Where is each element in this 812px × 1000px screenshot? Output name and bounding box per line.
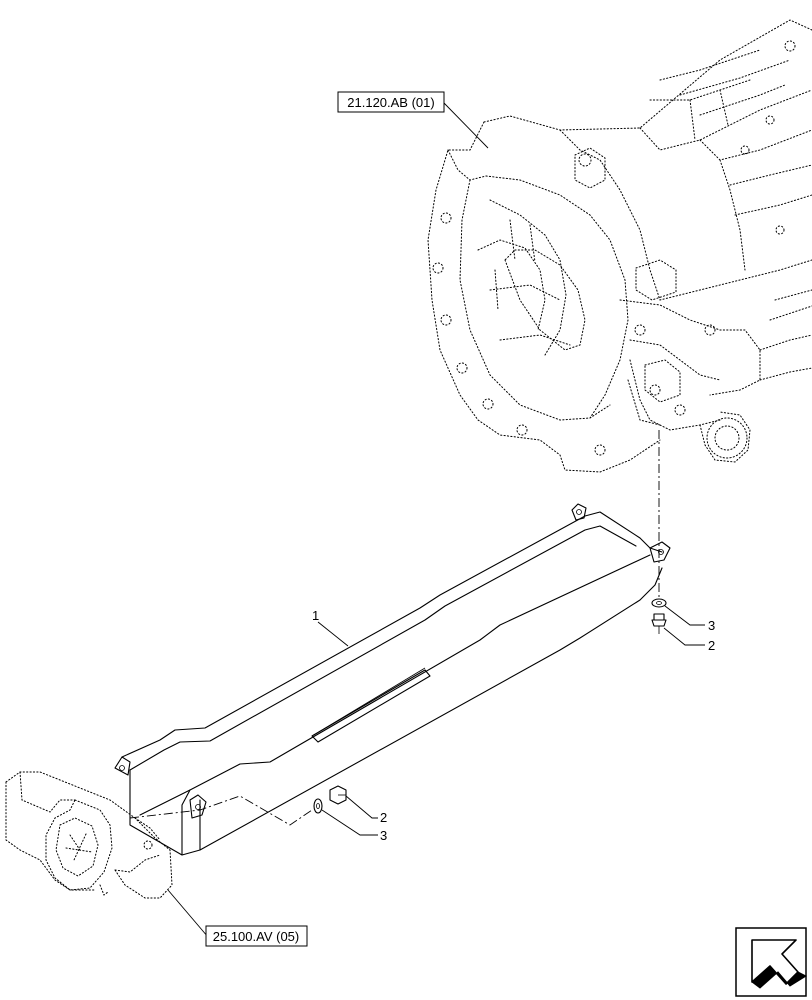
shield-part <box>114 503 671 856</box>
axle-ref-box[interactable] <box>205 925 308 947</box>
left-alignment-line <box>129 795 313 826</box>
transmission-leader <box>443 102 489 149</box>
item-number-shield: 1 <box>312 608 319 623</box>
item-number-washer-right: 3 <box>708 618 715 633</box>
shield-leader <box>317 621 349 647</box>
item-number-bolt-left: 2 <box>380 810 387 825</box>
arrow-down-left-icon[interactable] <box>735 927 808 997</box>
right-washer-leader <box>664 605 705 626</box>
transmission-ref-box[interactable] <box>337 91 445 113</box>
left-washer-leader <box>321 809 378 836</box>
axle-ref-label: 25.100.AV (05) <box>213 929 299 944</box>
right-bolt <box>651 613 667 634</box>
right-washer <box>651 598 667 608</box>
transmission-ref-label: 21.120.AB (01) <box>347 95 434 110</box>
axle-leader <box>167 889 209 938</box>
left-bolt <box>329 785 347 805</box>
item-number-bolt-right: 2 <box>708 638 715 653</box>
item-number-washer-left: 3 <box>380 828 387 843</box>
left-washer <box>313 798 323 814</box>
front-axle-bracket <box>5 771 173 899</box>
right-bolt-leader <box>663 627 705 646</box>
transmission-housing <box>427 19 812 473</box>
left-bolt-leader <box>345 795 378 819</box>
